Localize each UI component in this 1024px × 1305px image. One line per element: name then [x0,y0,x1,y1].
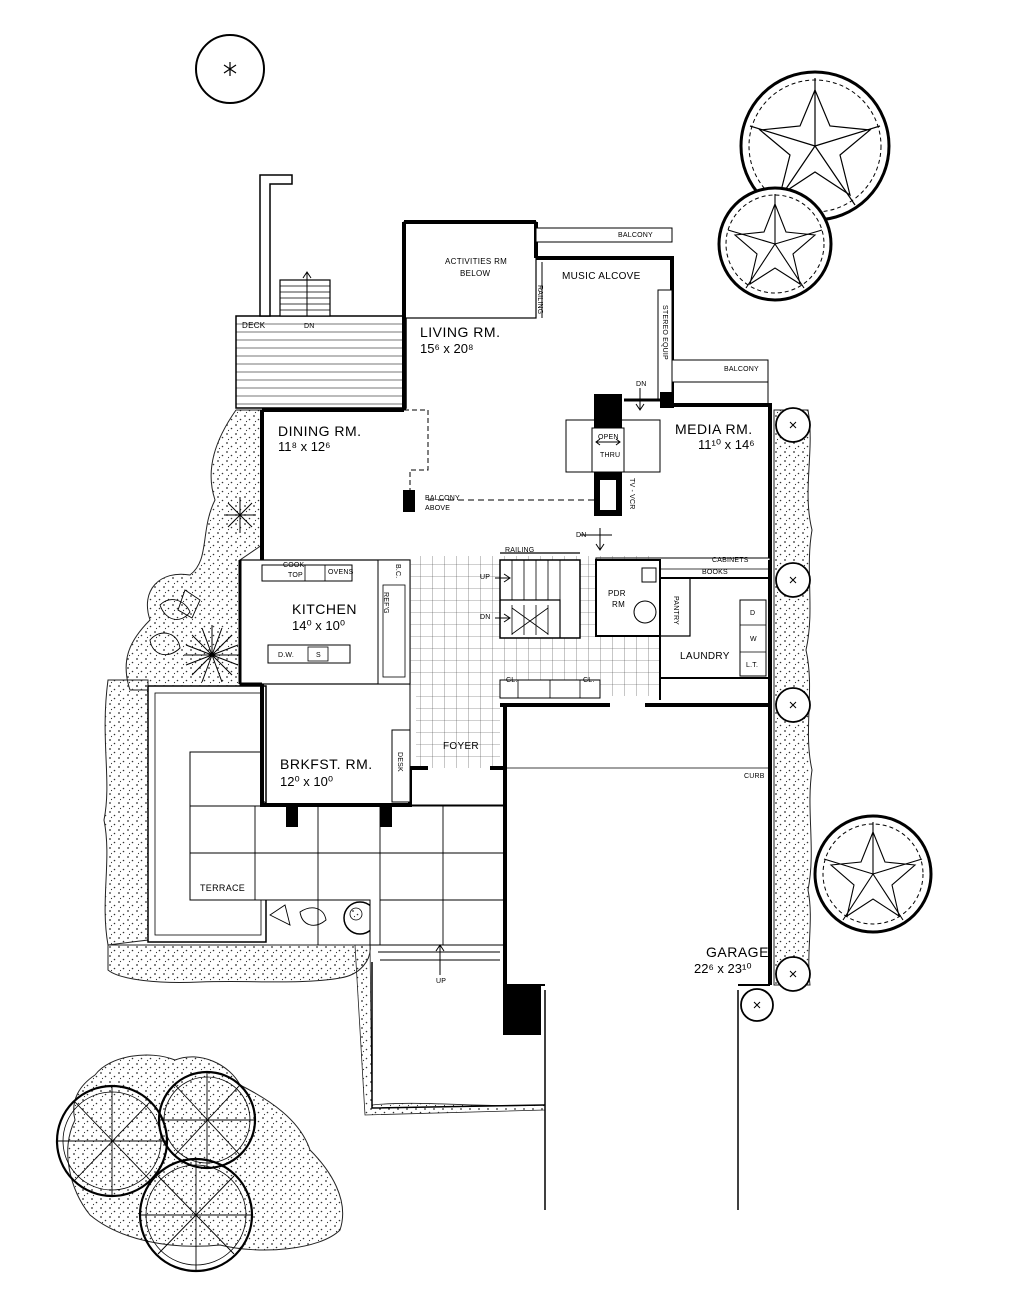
small-tree-icon [775,407,811,443]
living-room-size: 15⁶ x 20⁸ [420,341,474,356]
large-tree-icon [813,814,933,934]
balcony-media-label: BALCONY [724,366,759,373]
house [238,220,772,1035]
open-thru-sublabel: THRU [600,452,621,459]
up-entry-label: UP [436,978,447,985]
media-room-size: 11¹⁰ x 14⁶ [698,437,755,452]
pdr-room-sublabel: RM [612,600,626,609]
driveway [371,767,770,1210]
terrace-label: TERRACE [200,883,246,893]
balcony-above-label: BALCONY [425,495,460,502]
up-stair-label: UP [480,574,491,581]
laundry-label: LAUNDRY [680,651,730,662]
kitchen-label: KITCHEN [292,601,357,617]
small-tree-icon [775,956,811,992]
music-alcove-label: MUSIC ALCOVE [562,271,641,282]
books-label: BOOKS [702,569,728,576]
deck [235,174,407,409]
direction-arrows [435,388,645,975]
media-room-label: MEDIA RM. [675,421,753,437]
refrigerator-label: REF'G [382,592,389,614]
railing-stair-label: RAILING [505,547,535,554]
dn-living-label: DN [636,381,647,388]
tv-vcr-label: TV - VCR [628,478,635,510]
kitchen-size: 14⁰ x 10⁰ [292,618,346,633]
foyer-label: FOYER [443,741,479,752]
bc-label: B.C. [394,564,401,579]
small-tree-icon [775,687,811,723]
breakfast-room-size: 12⁰ x 10⁰ [280,774,334,789]
garage-label: GARAGE [706,944,769,960]
dn-media-label: DN [576,532,587,539]
small-tree-icon [740,988,774,1022]
small-tree-icon [775,562,811,598]
planting-bed-south [107,944,371,983]
cook-top-sublabel: TOP [288,572,303,579]
deck-down-label: DN [304,323,315,330]
sink-label: S [316,652,321,659]
pantry-label: PANTRY [672,596,679,625]
terrace [147,685,506,961]
tree-cluster-icon [55,1070,257,1273]
desk-label: DESK [396,752,403,772]
activities-room-sublabel: BELOW [460,269,491,278]
balcony-top-label: BALCONY [618,232,653,239]
washer-label: W [750,636,757,643]
laundry-tub-label: L.T. [746,662,759,669]
landscaping [55,34,933,1273]
dining-room-size: 11⁸ x 12⁶ [278,439,331,454]
garage-size: 22⁶ x 23¹⁰ [694,961,752,976]
small-tree-icon [195,34,265,104]
dining-room-label: DINING RM. [278,423,362,439]
curb-label: CURB [744,773,765,780]
closet-label-1: CL. [506,677,518,684]
dryer-label: D [750,610,756,617]
closet-label-2: CL. [583,677,595,684]
deck-label: DECK [242,321,266,330]
cook-top-label: COOK [283,562,305,569]
large-tree-icon [717,186,833,302]
planting-bed-southwest [67,1054,344,1251]
stereo-equip-label: STEREO EQUIP [661,305,668,360]
activities-room-label: ACTIVITIES RM [445,257,508,266]
dishwasher-label: D.W. [278,652,294,659]
breakfast-room-label: BRKFST. RM. [280,756,373,772]
balcony-above-sublabel: ABOVE [425,505,451,512]
cabinets-label: CABINETS [712,557,749,564]
dn-stair-label: DN [480,614,491,621]
large-tree-icon [739,70,891,222]
planting-bed-west [125,409,263,691]
ovens-label: OVENS [328,569,354,576]
railing-label: RAILING [536,285,543,315]
pdr-room-label: PDR [608,589,626,598]
open-thru-label: OPEN [598,434,619,441]
living-room-label: LIVING RM. [420,324,501,340]
planting-bed-terrace-west [103,679,149,946]
